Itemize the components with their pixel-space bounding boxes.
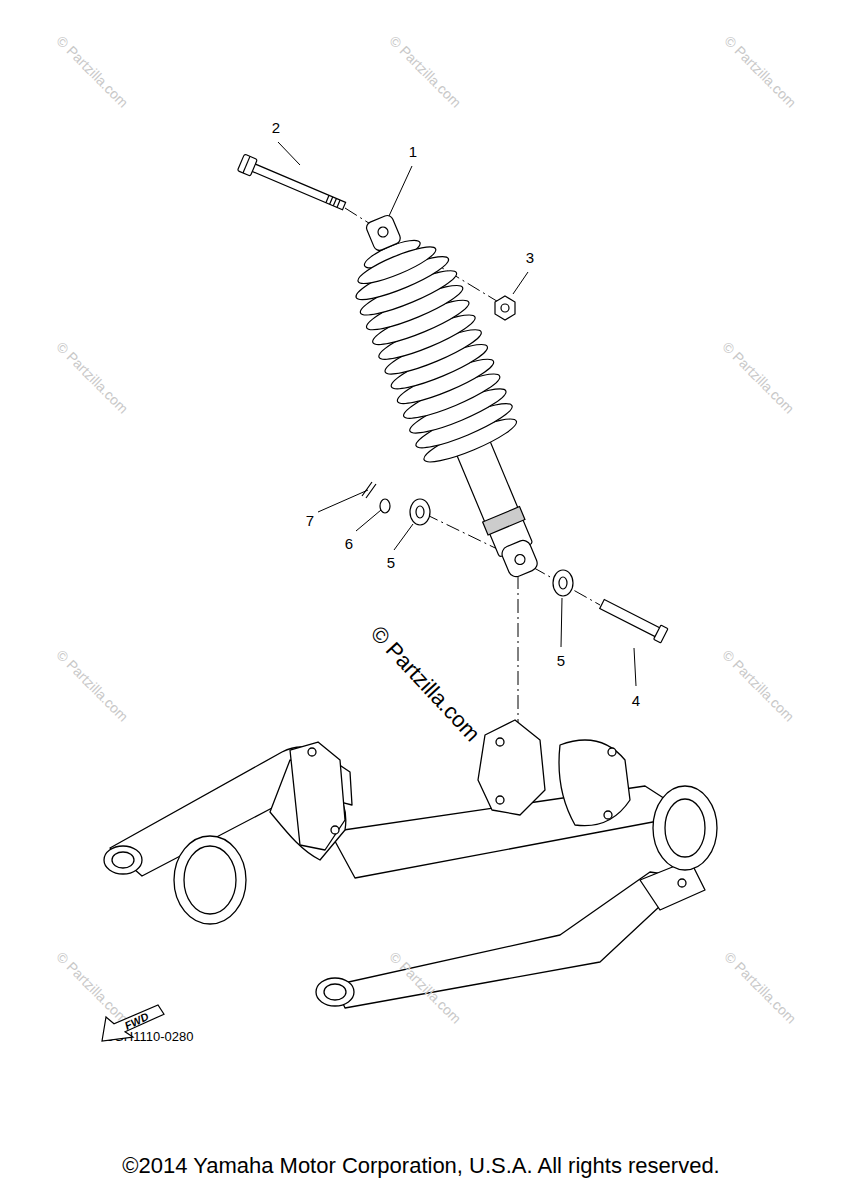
watermark: © Partzilla.com (719, 339, 797, 417)
swingarm (104, 846, 142, 874)
arrow-shape (102, 1005, 164, 1041)
lower-hardware (416, 506, 424, 518)
bolt (333, 198, 336, 205)
swingarm (174, 836, 246, 924)
bolt (250, 163, 345, 209)
shock-absorber (500, 538, 540, 579)
swingarm (308, 748, 316, 756)
nut (501, 304, 509, 312)
bolt (330, 197, 333, 204)
nut (495, 296, 515, 320)
swingarm (496, 738, 504, 746)
swingarm (608, 748, 616, 756)
lower-hardware (654, 625, 668, 643)
swingarm (112, 852, 134, 868)
leader-lines (278, 142, 636, 686)
direction-text: FWD (123, 1010, 151, 1032)
callout-number: 2 (272, 120, 280, 137)
bolt (326, 195, 329, 202)
shock-absorber (376, 225, 389, 238)
lower-hardware (600, 600, 663, 639)
lower-hardware (559, 577, 567, 589)
leader-lines (561, 598, 562, 647)
swingarm (316, 978, 354, 1006)
watermark: © Partzilla.com (721, 949, 799, 1027)
bolt (237, 154, 347, 214)
callout-number: 6 (345, 536, 353, 553)
callout-number: 3 (526, 250, 534, 267)
swingarm (678, 879, 686, 887)
swingarm (184, 846, 236, 914)
swingarm (604, 811, 612, 819)
swingarm (496, 796, 504, 804)
shock-absorber (355, 241, 439, 290)
callout-number: 1 (409, 144, 417, 161)
swingarm (331, 826, 339, 834)
watermark: © Partzilla.com (53, 949, 131, 1027)
lower-hardware (410, 499, 430, 525)
watermark: © Partzilla.com (53, 33, 131, 111)
bolt (337, 200, 340, 207)
swingarm (665, 799, 705, 857)
leader-lines (389, 166, 412, 216)
leader-lines (394, 524, 413, 550)
callout-number: 5 (557, 653, 565, 670)
lower-hardware (362, 482, 668, 643)
swingarm (653, 786, 717, 870)
callout-number: 7 (306, 513, 314, 530)
callout-number: 4 (632, 693, 640, 710)
leader-lines (356, 510, 381, 531)
watermark: © Partzilla.com (386, 949, 464, 1027)
direction-arrow: FWD (100, 1003, 166, 1043)
swingarm (335, 872, 690, 1008)
leader-lines (278, 142, 300, 165)
nut (495, 296, 515, 320)
shock-absorber (483, 507, 525, 535)
leader-lines (513, 272, 528, 294)
shock-absorber (365, 214, 402, 252)
shock-absorber (330, 199, 574, 593)
watermark: © Partzilla.com (719, 647, 797, 725)
lower-hardware (598, 597, 668, 643)
swingarm (559, 740, 630, 826)
callout-number: 5 (387, 555, 395, 572)
lower-hardware (380, 499, 390, 513)
watermark: © Partzilla.com (53, 339, 131, 417)
lower-hardware (362, 482, 376, 498)
swingarm (324, 984, 346, 1000)
leader-lines (318, 490, 368, 512)
leader-lines (634, 648, 636, 686)
shock-absorber (513, 553, 526, 566)
watermark: © Partzilla.com (53, 647, 131, 725)
swingarm (290, 742, 345, 850)
watermark: © Partzilla.com (366, 622, 485, 747)
copyright-caption: ©2014 Yamaha Motor Corporation, U.S.A. A… (122, 1154, 719, 1178)
bolt (243, 156, 250, 173)
lower-hardware (553, 570, 573, 596)
watermark: © Partzilla.com (721, 33, 799, 111)
swingarm (478, 720, 545, 815)
bolt (237, 154, 257, 176)
watermark: © Partzilla.com (386, 33, 464, 111)
